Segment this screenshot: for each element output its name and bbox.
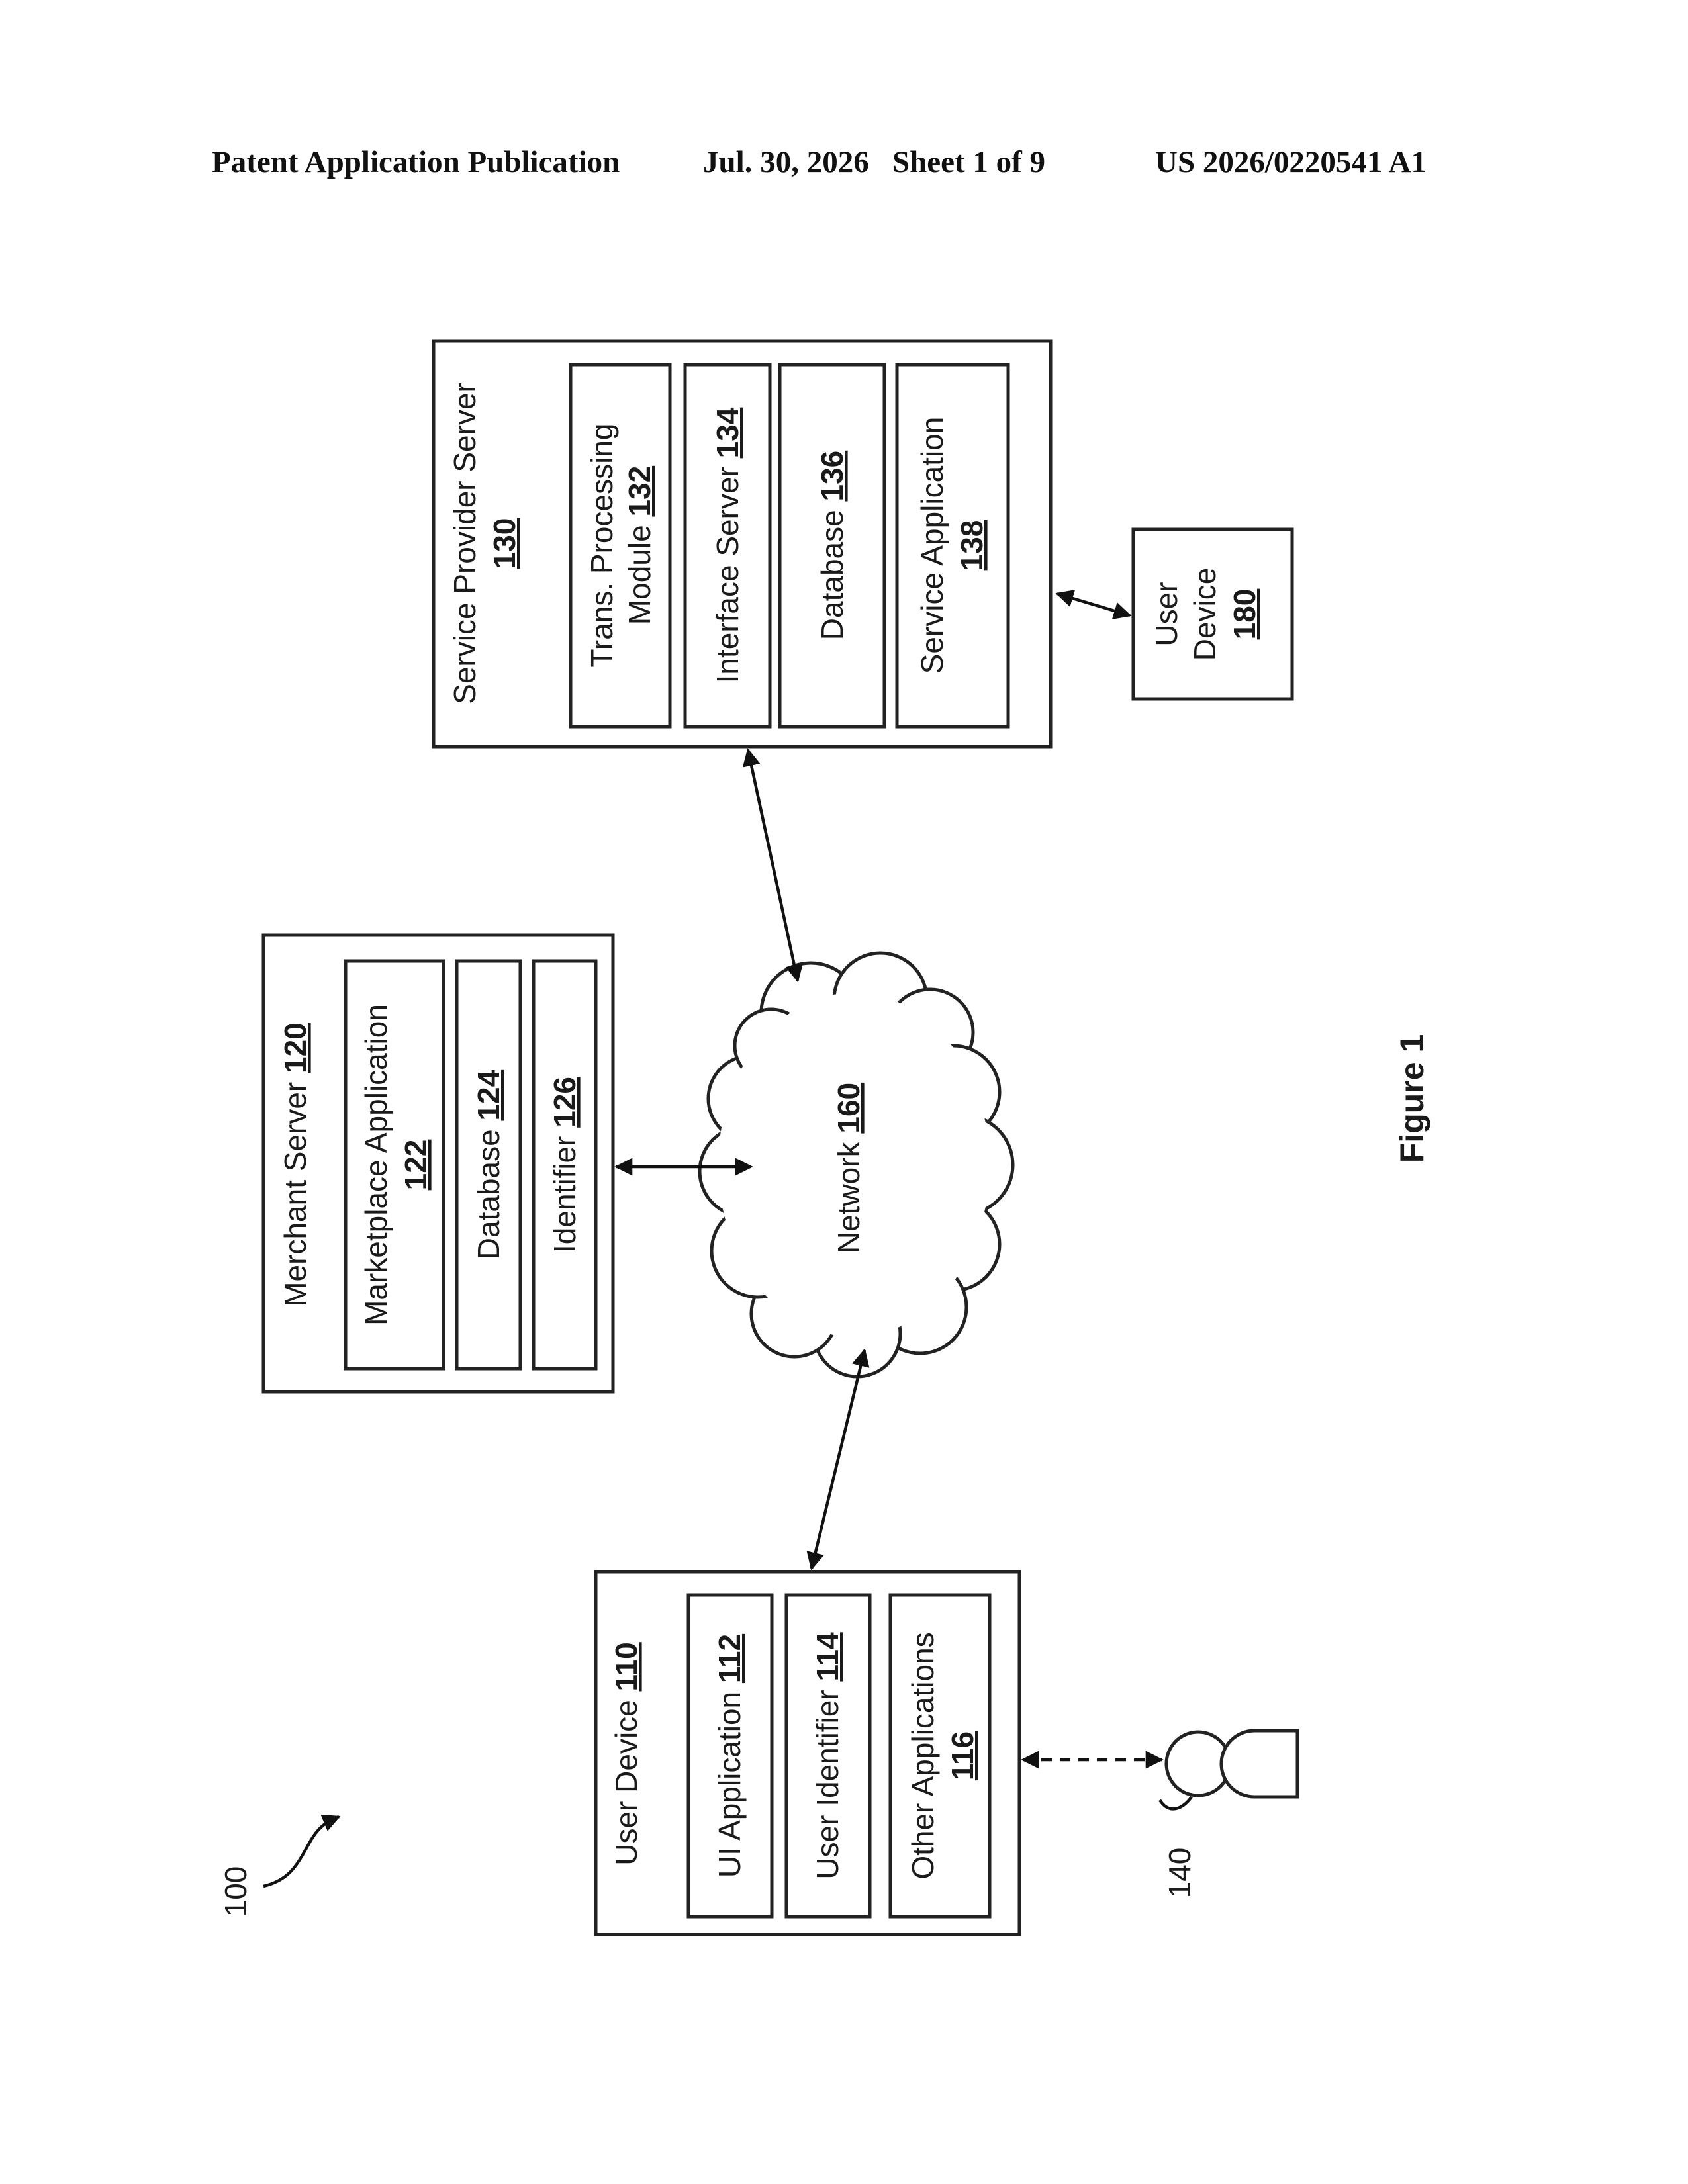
- user-device-180: User Device 180: [1133, 529, 1292, 699]
- module-interface-server: Interface Server 134: [685, 365, 770, 727]
- service-provider-server-title: Service Provider Server: [447, 383, 482, 704]
- user-device-180-label-2: Device: [1188, 568, 1222, 661]
- network-cloud: Network 160: [700, 953, 1013, 1377]
- network-label: Network 160: [831, 1083, 866, 1253]
- service-provider-server: Service Provider Server 130 Trans. Proce…: [434, 341, 1051, 747]
- user-device-110-label: User Device 110: [609, 1642, 643, 1866]
- user-device-110-title: User Device: [609, 1700, 643, 1866]
- module-ui-application-name: UI Application: [712, 1692, 747, 1878]
- module-database-136: Database 136: [780, 365, 884, 727]
- system-ref: 100: [218, 1817, 339, 1917]
- module-user-identifier-ref: 114: [810, 1632, 845, 1682]
- user-device-180-ref: 180: [1227, 589, 1262, 640]
- module-marketplace-application-label: Marketplace Application: [359, 1004, 393, 1326]
- connector-network-service-provider: [748, 750, 798, 981]
- module-interface-server-label: Interface Server 134: [710, 407, 745, 683]
- system-ref-arrow: [263, 1817, 339, 1886]
- module-database-124-name: Database: [471, 1129, 506, 1259]
- module-marketplace-application-ref: 122: [399, 1140, 433, 1191]
- module-interface-server-name: Interface Server: [710, 467, 745, 683]
- module-service-application: Service Application 138: [897, 365, 1008, 727]
- user-device-180-label-1: User: [1149, 582, 1184, 646]
- module-ui-application-ref: 112: [712, 1634, 747, 1683]
- user-person-icon: 140: [1160, 1731, 1297, 1898]
- module-trans-processing-label-line2: Module: [622, 525, 657, 625]
- module-identifier: Identifier 126: [534, 961, 596, 1369]
- user-ref-leader: [1160, 1797, 1192, 1809]
- module-ui-application-label: UI Application 112: [712, 1634, 747, 1878]
- merchant-server-title: Merchant Server: [278, 1082, 312, 1307]
- module-service-application-box: [897, 365, 1008, 727]
- module-trans-processing-label: Trans. Processing: [585, 424, 619, 668]
- module-user-identifier-name: User Identifier: [810, 1690, 845, 1879]
- network-name: Network: [831, 1141, 866, 1253]
- module-trans-processing-ref: 132: [622, 466, 657, 517]
- module-trans-processing-label-2: Module 132: [622, 466, 657, 625]
- module-interface-server-ref: 134: [710, 407, 745, 458]
- module-database-124: Database 124: [457, 961, 520, 1369]
- module-service-application-label: Service Application: [915, 417, 949, 674]
- merchant-server: Merchant Server 120 Marketplace Applicat…: [263, 935, 613, 1392]
- user-device-110-ref: 110: [609, 1642, 643, 1691]
- module-other-applications: Other Applications 116: [890, 1595, 990, 1917]
- module-service-application-ref: 138: [955, 520, 989, 571]
- user-ref-label: 140: [1162, 1848, 1197, 1899]
- figure-label: Figure 1: [1393, 1034, 1430, 1163]
- system-ref-label: 100: [218, 1866, 253, 1917]
- merchant-server-ref: 120: [278, 1023, 312, 1073]
- module-user-identifier: User Identifier 114: [786, 1595, 870, 1917]
- merchant-server-label: Merchant Server 120: [278, 1023, 312, 1307]
- module-database-124-ref: 124: [471, 1069, 506, 1120]
- service-provider-server-ref: 130: [487, 518, 522, 569]
- module-database-136-ref: 136: [815, 451, 849, 502]
- person-body: [1221, 1731, 1297, 1797]
- connector-service-provider-user-device-180: [1057, 594, 1130, 615]
- module-database-136-name: Database: [815, 510, 849, 640]
- module-ui-application: UI Application 112: [688, 1595, 772, 1917]
- connector-network-user-device-110: [812, 1350, 865, 1569]
- module-trans-processing: Trans. Processing Module 132: [571, 365, 670, 727]
- network-ref: 160: [831, 1083, 866, 1134]
- module-other-applications-ref: 116: [945, 1731, 980, 1780]
- module-identifier-name: Identifier: [547, 1136, 582, 1253]
- module-other-applications-label: Other Applications: [906, 1632, 940, 1879]
- module-identifier-label: Identifier 126: [547, 1077, 582, 1253]
- module-user-identifier-label: User Identifier 114: [810, 1632, 845, 1880]
- module-database-124-label: Database 124: [471, 1069, 506, 1259]
- module-marketplace-application: Marketplace Application 122: [346, 961, 444, 1369]
- module-identifier-ref: 126: [547, 1077, 582, 1128]
- module-database-136-label: Database 136: [815, 451, 849, 640]
- user-device-110: User Device 110 UI Application 112 User …: [596, 1572, 1019, 1934]
